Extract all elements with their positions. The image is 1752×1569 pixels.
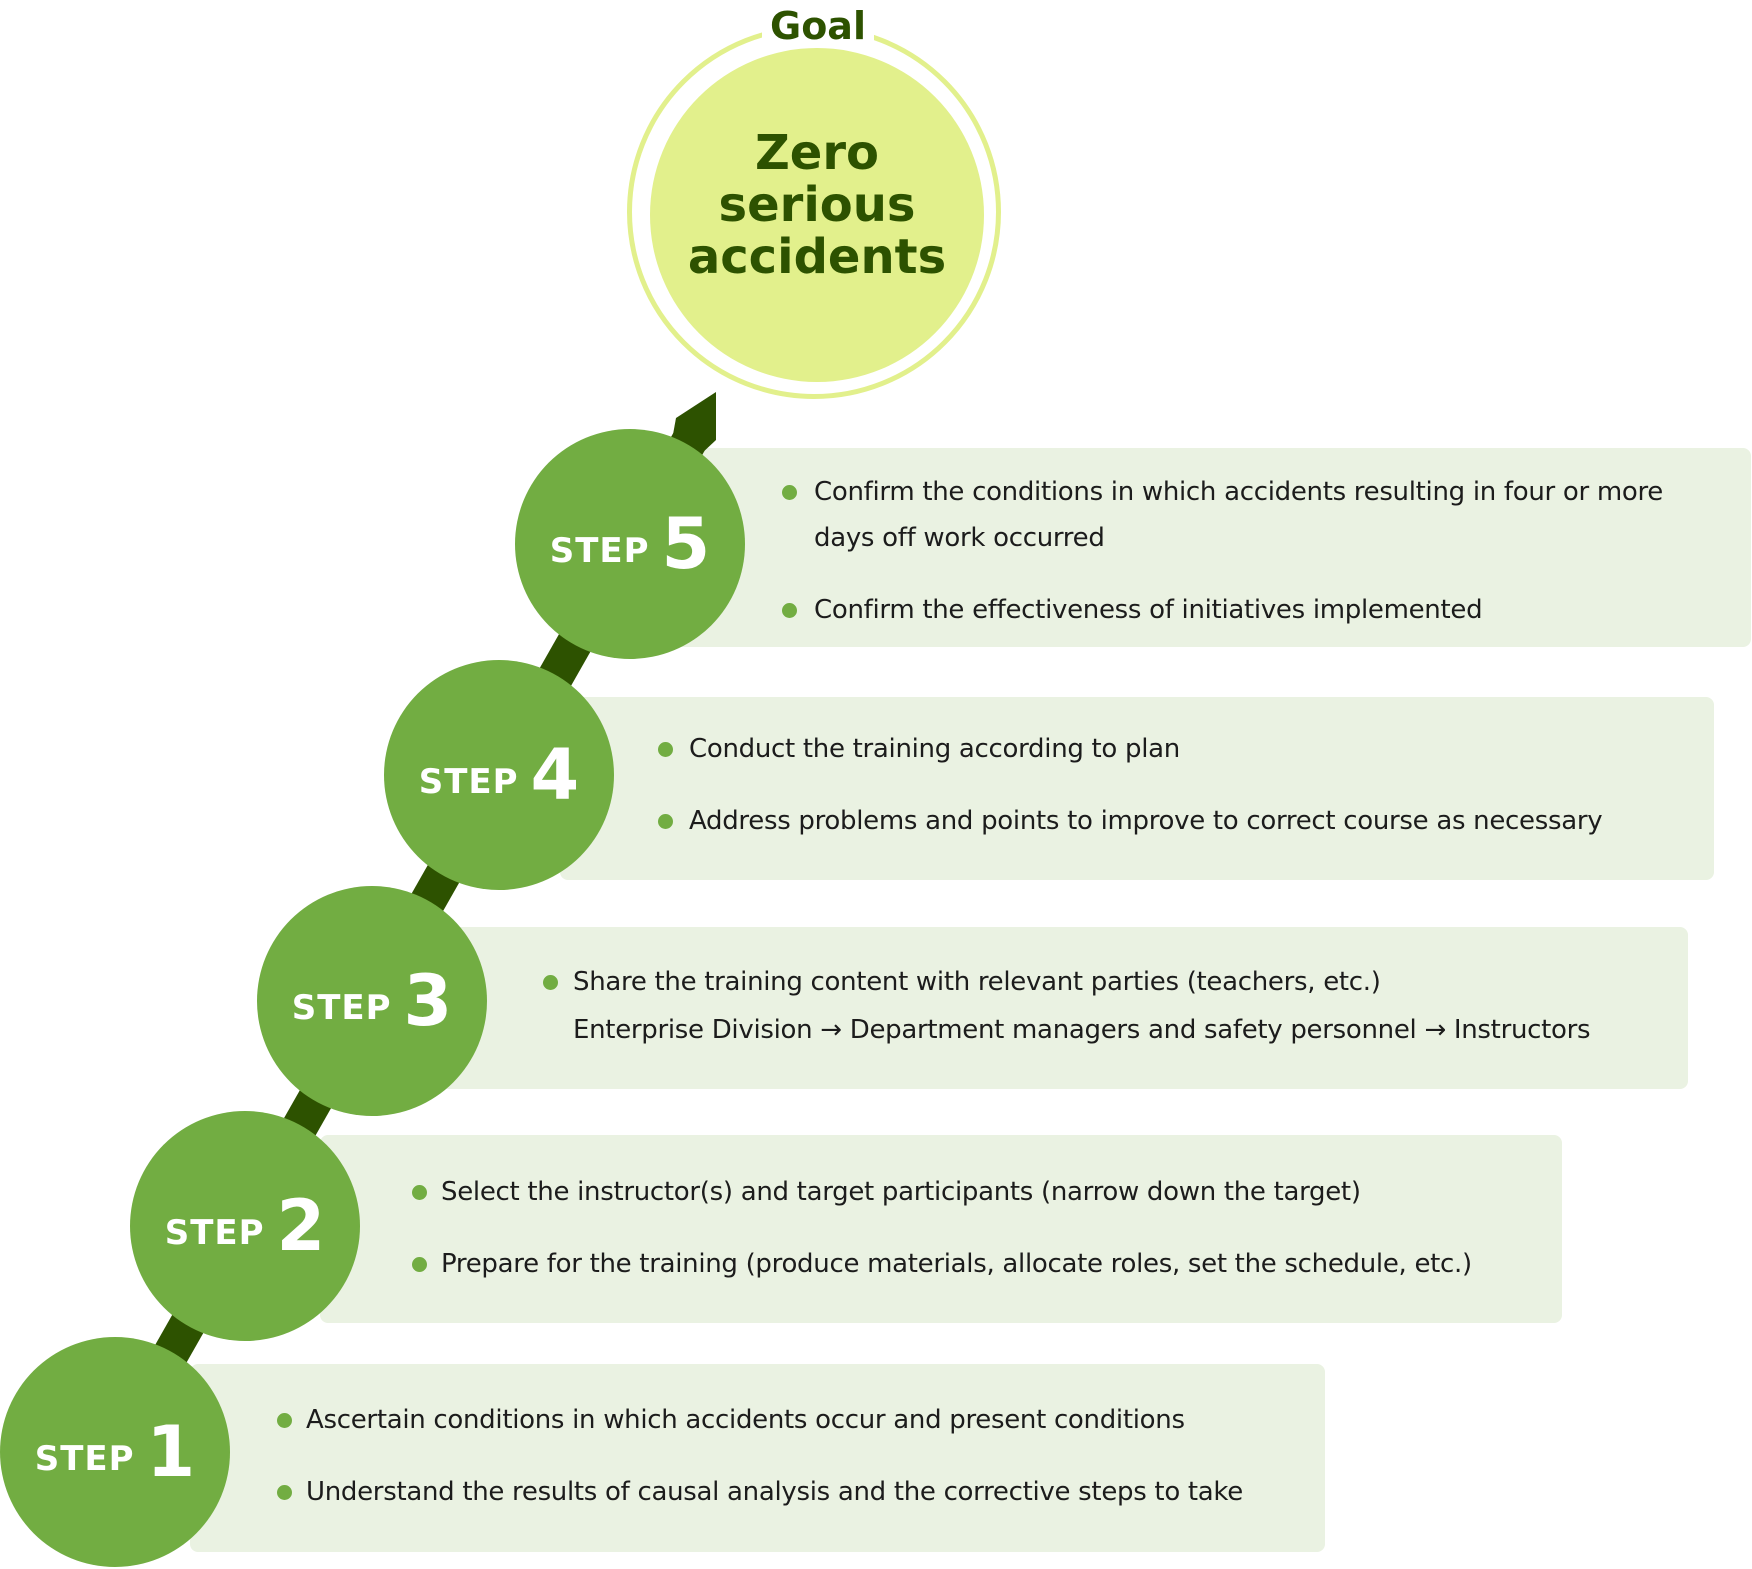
step-3-item-1-detail: Enterprise Division → Department manager… xyxy=(573,1015,1591,1045)
bullet-dot xyxy=(782,485,797,500)
bullet-dot xyxy=(412,1185,427,1200)
step-5-circle: STEP 5 xyxy=(515,429,745,659)
step-1-item-2: Understand the results of causal analysi… xyxy=(306,1477,1243,1507)
step-number: 3 xyxy=(403,960,453,1042)
step-5-item-2: Confirm the effectiveness of initiatives… xyxy=(814,595,1483,625)
step-label: STEP xyxy=(34,1439,135,1479)
step-2-box xyxy=(320,1135,1562,1323)
bullet-dot xyxy=(658,742,673,757)
step-3-box xyxy=(440,927,1688,1089)
goal-title: Zero serious accidents xyxy=(650,127,984,283)
step-number: 1 xyxy=(146,1411,196,1493)
step-label: STEP xyxy=(418,762,519,802)
step-4-box xyxy=(560,697,1714,880)
step-2-circle: STEP 2 xyxy=(130,1111,360,1341)
step-3-item-1: Share the training content with relevant… xyxy=(573,967,1381,997)
step-label: STEP xyxy=(549,531,650,571)
step-5-item-1: Confirm the conditions in which accident… xyxy=(814,477,1663,507)
step-2-item-1: Select the instructor(s) and target part… xyxy=(441,1177,1361,1207)
step-number: 2 xyxy=(276,1185,326,1267)
bullet-dot xyxy=(277,1413,292,1428)
goal-title-line2: accidents xyxy=(687,229,947,285)
bullet-dot xyxy=(782,603,797,618)
step-number: 4 xyxy=(530,734,580,816)
step-label: STEP xyxy=(164,1213,265,1253)
step-4-item-1: Conduct the training according to plan xyxy=(689,734,1180,764)
step-3-circle: STEP 3 xyxy=(257,886,487,1116)
bullet-dot xyxy=(543,975,558,990)
step-1-circle: STEP 1 xyxy=(0,1337,230,1567)
step-2-item-2: Prepare for the training (produce materi… xyxy=(441,1249,1472,1279)
step-1-item-1: Ascertain conditions in which accidents … xyxy=(306,1405,1185,1435)
bullet-dot xyxy=(277,1485,292,1500)
step-4-item-2: Address problems and points to improve t… xyxy=(689,806,1603,836)
goal-circle: Zero serious accidents xyxy=(650,48,984,382)
step-number: 5 xyxy=(661,503,711,585)
bullet-dot xyxy=(658,814,673,829)
step-1-box xyxy=(190,1364,1325,1552)
step-5-box xyxy=(670,448,1751,647)
step-5-item-1-cont: days off work occurred xyxy=(814,523,1105,553)
step-label: STEP xyxy=(291,988,392,1028)
arrow-head xyxy=(672,392,716,455)
step-4-circle: STEP 4 xyxy=(384,660,614,890)
bullet-dot xyxy=(412,1257,427,1272)
goal-title-line1: Zero serious xyxy=(718,125,916,233)
goal-label: Goal xyxy=(762,4,874,48)
